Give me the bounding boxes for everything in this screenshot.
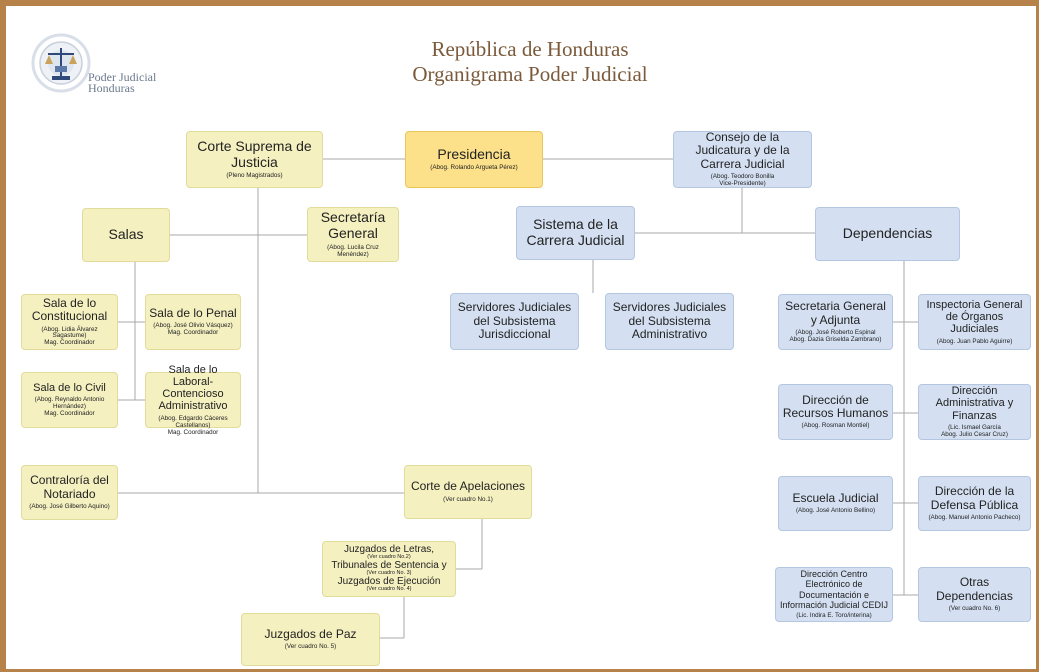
box-subtitle: (Abog. Rolando Argueta Pérez) xyxy=(430,164,518,172)
box-title: Juzgados de Paz xyxy=(264,626,357,641)
box-title: Otras Dependencias xyxy=(936,575,1013,603)
box-title: Servidores Judiciales del Subsistema Jur… xyxy=(457,300,572,342)
box-title: Sala de lo Civil xyxy=(33,381,106,394)
box-subtitle: (Ver cuadro No. 6) xyxy=(948,604,1001,612)
box-line3: Juzgados de Ejecución xyxy=(337,575,441,587)
presidencia-box[interactable]: Presidencia (Abog. Rolando Argueta Pérez… xyxy=(405,131,543,188)
sala-laboral-box[interactable]: Sala de lo Laboral-Contencioso Administr… xyxy=(145,364,241,436)
salas-box[interactable]: Salas xyxy=(82,208,170,262)
box-subtitle-line1: (Abog. Edgardo Cáceres Castellanos) xyxy=(158,414,228,429)
servidores-jurisdiccional-box[interactable]: Servidores Judiciales del Subsistema Jur… xyxy=(450,293,579,350)
box-subtitle: (Ver cuadro No. 5) xyxy=(284,643,337,651)
box-subtitle-line1: (Abog. Lidia Álvarez Sagastume) xyxy=(41,325,98,340)
box-subtitle: (Abog. Lucila Cruz Menéndez) xyxy=(327,243,379,258)
box-title: Salas xyxy=(108,226,144,243)
box-title: Presidencia xyxy=(437,145,511,162)
box-title: Dirección Administrativa y Finanzas xyxy=(935,385,1014,422)
box-title: Escuela Judicial xyxy=(792,490,879,505)
box-subtitle-line2: Mag. Coordinador xyxy=(167,428,219,436)
inspectoria-box[interactable]: Inspectoria General de Órganos Judiciale… xyxy=(918,294,1031,350)
box-subtitle-line1: (Abog. Reynaldo Antonio Hernández) xyxy=(34,396,105,411)
box-subtitle: (Abog. José Olivio Vásquez)Mag. Coordina… xyxy=(153,322,233,337)
box-subtitle-line1: (Abog. Teodoro Bonilla xyxy=(710,173,775,181)
recursos-humanos-box[interactable]: Dirección de Recursos Humanos (Abog. Ros… xyxy=(778,384,893,440)
sala-constitucional-box[interactable]: Sala de lo Constitucional (Abog. Lidia Á… xyxy=(21,294,118,350)
box-subtitle: (Abog. Juan Pablo Aguirre) xyxy=(936,337,1013,345)
box-title: Sistema de la Carrera Judicial xyxy=(526,216,625,248)
box-line2-ref: (Ver cuadro No. 3) xyxy=(366,570,412,577)
box-title: Corte de Apelaciones xyxy=(410,479,526,494)
box-title: Dirección de Recursos Humanos xyxy=(782,392,889,421)
juzgados-letras-box[interactable]: Juzgados de Letras, (Ver cuadro No.2) Tr… xyxy=(322,541,456,597)
sala-civil-box[interactable]: Sala de lo Civil (Abog. Reynaldo Antonio… xyxy=(21,372,118,428)
box-subtitle-line2: Mag. Coordinador xyxy=(167,329,219,337)
box-subtitle: (Abog. Manuel Antonio Pacheco) xyxy=(928,513,1021,521)
secretaria-general-box[interactable]: Secretaría General (Abog. Lucila Cruz Me… xyxy=(307,207,399,262)
box-subtitle: (Abog. José Antonio Bellino) xyxy=(795,507,876,515)
box-title: Secretaria General y Adjunta xyxy=(785,299,886,327)
otras-dependencias-box[interactable]: Otras Dependencias (Ver cuadro No. 6) xyxy=(918,567,1031,622)
box-title: Inspectoria General de Órganos Judiciale… xyxy=(926,298,1023,336)
servidores-administrativo-box[interactable]: Servidores Judiciales del Subsistema Adm… xyxy=(605,293,734,350)
box-subtitle-line2: Mag. Coordinador xyxy=(44,410,95,418)
box-title: Servidores Judiciales del Subsistema Adm… xyxy=(612,300,727,342)
cedij-box[interactable]: Dirección Centro Electrónico de Document… xyxy=(775,567,893,622)
box-subtitle-line1: (Abog. José Olivio Vásquez) xyxy=(153,322,233,330)
box-line1-ref: (Ver cuadro No.2) xyxy=(367,554,411,561)
box-subtitle-line2: Mag. Coordinador xyxy=(44,339,95,347)
box-title: Corte Suprema de Justicia xyxy=(197,137,312,170)
sistema-carrera-judicial-box[interactable]: Sistema de la Carrera Judicial xyxy=(516,206,635,260)
box-subtitle: (Abog. Lidia Álvarez Sagastume)Mag. Coor… xyxy=(25,325,114,348)
box-title: Sala de lo Constitucional xyxy=(31,295,108,324)
box-subtitle: (Pleno Magistrados) xyxy=(226,172,283,180)
sala-penal-box[interactable]: Sala de lo Penal (Abog. José Olivio Vásq… xyxy=(145,294,241,350)
defensa-publica-box[interactable]: Dirección de la Defensa Pública (Abog. M… xyxy=(918,476,1031,531)
juzgados-paz-box[interactable]: Juzgados de Paz (Ver cuadro No. 5) xyxy=(241,613,380,666)
box-title: Sala de lo Laboral-Contencioso Administr… xyxy=(158,363,228,413)
box-subtitle: (Lic. Indira E. Toro/interina) xyxy=(796,611,872,619)
box-subtitle-line2: Vice-Presidente) xyxy=(719,180,766,188)
consejo-judicatura-box[interactable]: Consejo de la Judicatura y de la Carrera… xyxy=(673,129,812,188)
box-subtitle-line2: Abog. Dazia Griselda Zambrano) xyxy=(789,335,882,343)
box-title: Contraloría del Notariado xyxy=(30,473,109,501)
box-subtitle-line1: (Lic. Ismael García xyxy=(948,424,1001,432)
box-title: Secretaría General xyxy=(320,209,386,242)
box-subtitle-line2: Abog. Julio Cesar Cruz) xyxy=(941,430,1008,438)
box-title: Dependencias xyxy=(842,225,933,242)
box-subtitle: (Ver cuadro No.1) xyxy=(443,495,493,503)
box-title: Sala de lo Penal xyxy=(149,305,237,320)
box-line1: Juzgados de Letras, xyxy=(343,544,435,556)
escuela-judicial-box[interactable]: Escuela Judicial (Abog. José Antonio Bel… xyxy=(778,476,893,531)
contraloria-notariado-box[interactable]: Contraloría del Notariado (Abog. José Gi… xyxy=(21,465,118,520)
box-title: Dirección de la Defensa Pública xyxy=(930,484,1019,512)
page-subtitle: Organigrama Poder Judicial xyxy=(412,62,648,86)
secretaria-adjunta-box[interactable]: Secretaria General y Adjunta (Abog. José… xyxy=(778,294,893,350)
box-line3-ref: (Ver cuadro No. 4) xyxy=(366,585,412,592)
box-title: Dirección Centro Electrónico de Document… xyxy=(779,569,889,610)
dependencias-box[interactable]: Dependencias xyxy=(815,207,960,261)
poder-judicial-logo xyxy=(31,33,91,93)
box-line2: Tribunales de Sentencia y xyxy=(331,560,447,572)
direccion-administrativa-box[interactable]: Dirección Administrativa y Finanzas (Lic… xyxy=(918,384,1031,440)
page-title: República de Honduras xyxy=(431,37,629,61)
box-title: Consejo de la Judicatura y de la Carrera… xyxy=(695,129,790,171)
box-subtitle: (Abog. Reynaldo Antonio Hernández)Mag. C… xyxy=(25,396,114,418)
box-subtitle-line1: (Abog. José Roberto Espinal xyxy=(795,329,876,337)
corte-suprema-box[interactable]: Corte Suprema de Justicia (Pleno Magistr… xyxy=(186,131,323,188)
box-subtitle: (Abog. José Gilberto Aquino) xyxy=(29,502,110,510)
corte-apelaciones-box[interactable]: Corte de Apelaciones (Ver cuadro No.1) xyxy=(404,465,532,519)
box-subtitle: (Abog. Rosman Montiel) xyxy=(801,422,870,430)
logo-text-line1: Poder Judicial xyxy=(88,70,157,84)
logo-text-line2: Honduras xyxy=(88,81,135,95)
box-subtitle: (Abog. Edgardo Cáceres Castellanos)Mag. … xyxy=(149,414,237,437)
